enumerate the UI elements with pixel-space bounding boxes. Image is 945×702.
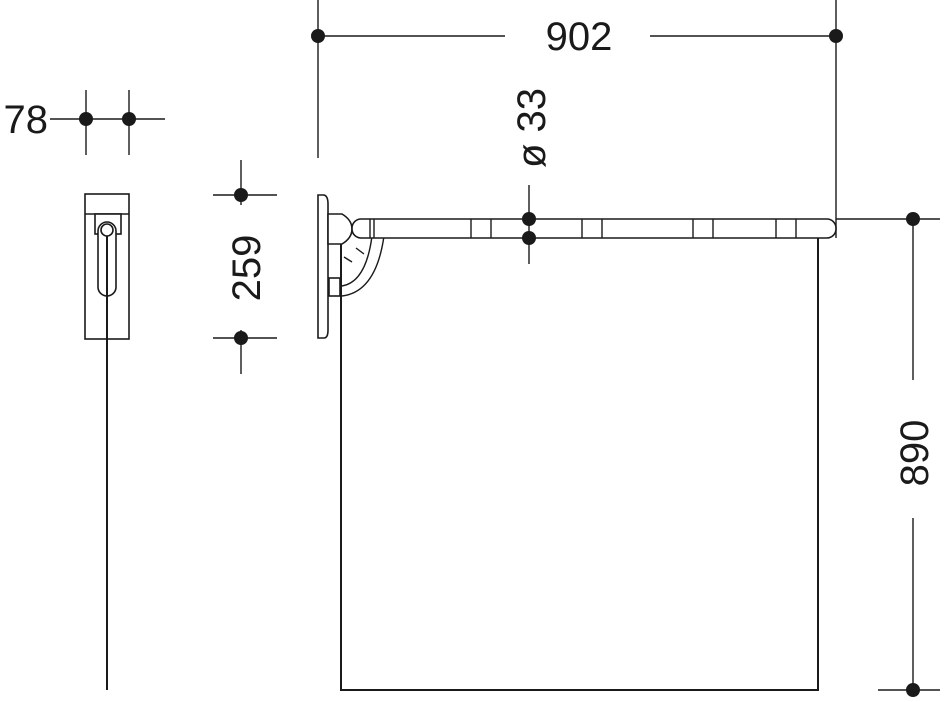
fold-arc-inner (341, 235, 373, 287)
dim-890-label: 890 (893, 420, 937, 487)
dim-902-group: 902 (311, 0, 843, 238)
fold-arc-outer (341, 235, 385, 297)
dim-259-bottom-dot (234, 331, 248, 345)
dim-78-label: 78 (4, 98, 49, 142)
dim-890-bottom-dot (906, 683, 920, 697)
dim-890-group: 890 (836, 212, 940, 697)
dim-78-group: 78 (4, 90, 165, 155)
grab-bar (351, 218, 837, 239)
drop-outline (340, 238, 819, 691)
dim-diameter-label: ø 33 (510, 88, 554, 168)
dim-890-top-dot (906, 212, 920, 226)
side-view: 78 (4, 90, 165, 690)
dim-902-label: 902 (546, 15, 613, 59)
bar-segments (369, 219, 797, 238)
dim-902-left-dot (311, 29, 325, 43)
dim-78-right-dot (122, 112, 136, 126)
dim-902-right-dot (829, 29, 843, 43)
front-view: 902 ø 33 (311, 0, 843, 691)
dim-diameter-group: ø 33 (510, 88, 554, 264)
dim-259-label: 259 (225, 235, 269, 302)
dim-259-group: 259 (213, 160, 277, 374)
wall-plate (317, 194, 329, 339)
dim-259-top-dot (234, 188, 248, 202)
dim-78-left-dot (79, 112, 93, 126)
hinge (327, 213, 353, 245)
dim-diameter-top-dot (522, 212, 536, 226)
dim-diameter-bottom-dot (522, 231, 536, 245)
